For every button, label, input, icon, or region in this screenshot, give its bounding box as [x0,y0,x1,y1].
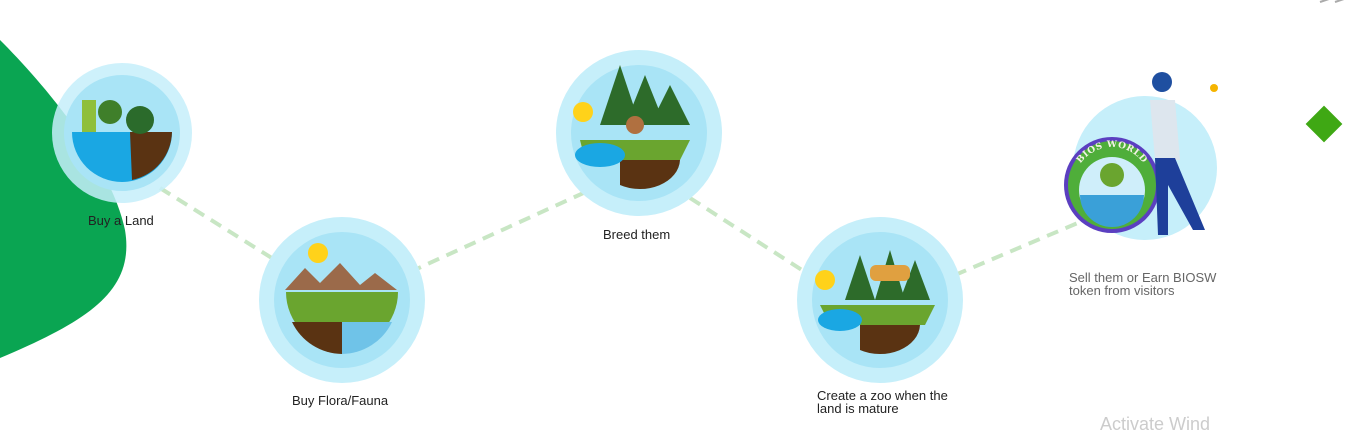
step-5-label: Sell them or Earn BIOSW token from visit… [1069,271,1216,297]
diamond-decoration [1305,105,1343,143]
arrow-fragment [1319,0,1345,3]
connector-lines [158,186,1081,277]
background-art: BIOS WORLD [0,0,1345,383]
step-2-label: Buy Flora/Fauna [292,393,389,408]
step-1-label: Buy a Land [88,213,154,228]
step-5-label-line2: token from visitors [1069,283,1175,298]
step-1-illustration [52,63,192,203]
step-4-label-line2: land is mature [817,401,899,416]
step-4-label-line1: Create a zoo when the [817,388,948,403]
step-5-label-line1: Sell them or Earn BIOSW [1069,270,1217,285]
activate-windows-watermark: Activate Wind [1100,414,1211,434]
step-4-illustration [797,217,963,383]
step-3-label: Breed them [603,227,671,242]
step-4-label: Create a zoo when the land is mature [817,389,948,415]
step-5-illustration: BIOS WORLD [1064,72,1218,240]
step-3-illustration [556,50,722,216]
green-blob [0,40,127,358]
step-2-illustration [259,217,425,383]
